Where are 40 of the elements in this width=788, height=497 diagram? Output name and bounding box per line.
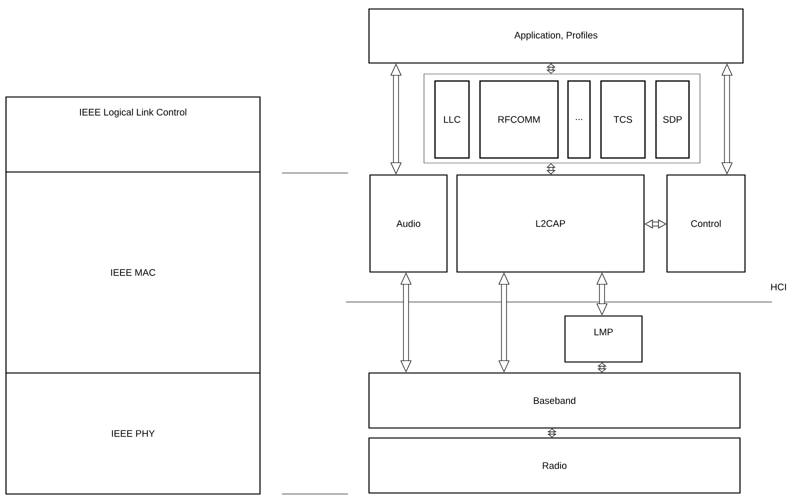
double-arrow	[498, 272, 510, 372]
box-label: TCS	[614, 116, 632, 123]
stack-box	[368, 437, 741, 494]
box-label: IEEE Logical Link Control	[80, 108, 186, 118]
box-label: LLC	[444, 116, 460, 123]
double-arrow	[390, 64, 402, 174]
box-label: L2CAP	[536, 220, 566, 227]
protocol-box	[655, 80, 690, 159]
box-label: IEEE MAC	[111, 269, 156, 276]
protocol-box	[600, 80, 646, 159]
box-label: ...	[576, 118, 582, 120]
layer-box	[5, 96, 261, 173]
box-label: RFCOMM	[498, 116, 540, 123]
double-arrow	[400, 272, 412, 372]
box-label: Control	[691, 220, 721, 227]
protocol-box	[479, 80, 559, 159]
stack-box	[666, 174, 746, 273]
protocol-box	[434, 80, 470, 159]
box-label: Application, Profiles	[514, 32, 598, 40]
box-label: IEEE PHY	[112, 430, 155, 437]
box-label: LMP	[594, 328, 613, 336]
stack-box	[564, 315, 643, 363]
stack-box	[456, 174, 645, 273]
box-label: SDP	[663, 116, 682, 123]
protocol-box	[567, 80, 591, 159]
double-arrow	[644, 219, 666, 229]
box-label: Audio	[396, 220, 420, 227]
stack-box	[368, 8, 744, 64]
stack-box	[369, 174, 448, 273]
stack-box	[368, 372, 741, 429]
double-arrow	[597, 362, 607, 372]
double-arrow	[546, 64, 556, 74]
double-arrow	[547, 428, 557, 438]
box-label: Radio	[542, 462, 567, 469]
double-arrow	[546, 163, 556, 174]
layer-box	[5, 372, 261, 495]
layer-label: HCI	[771, 284, 786, 290]
double-arrow	[596, 272, 608, 316]
double-arrow	[721, 64, 733, 174]
box-label: Baseband	[534, 397, 576, 404]
